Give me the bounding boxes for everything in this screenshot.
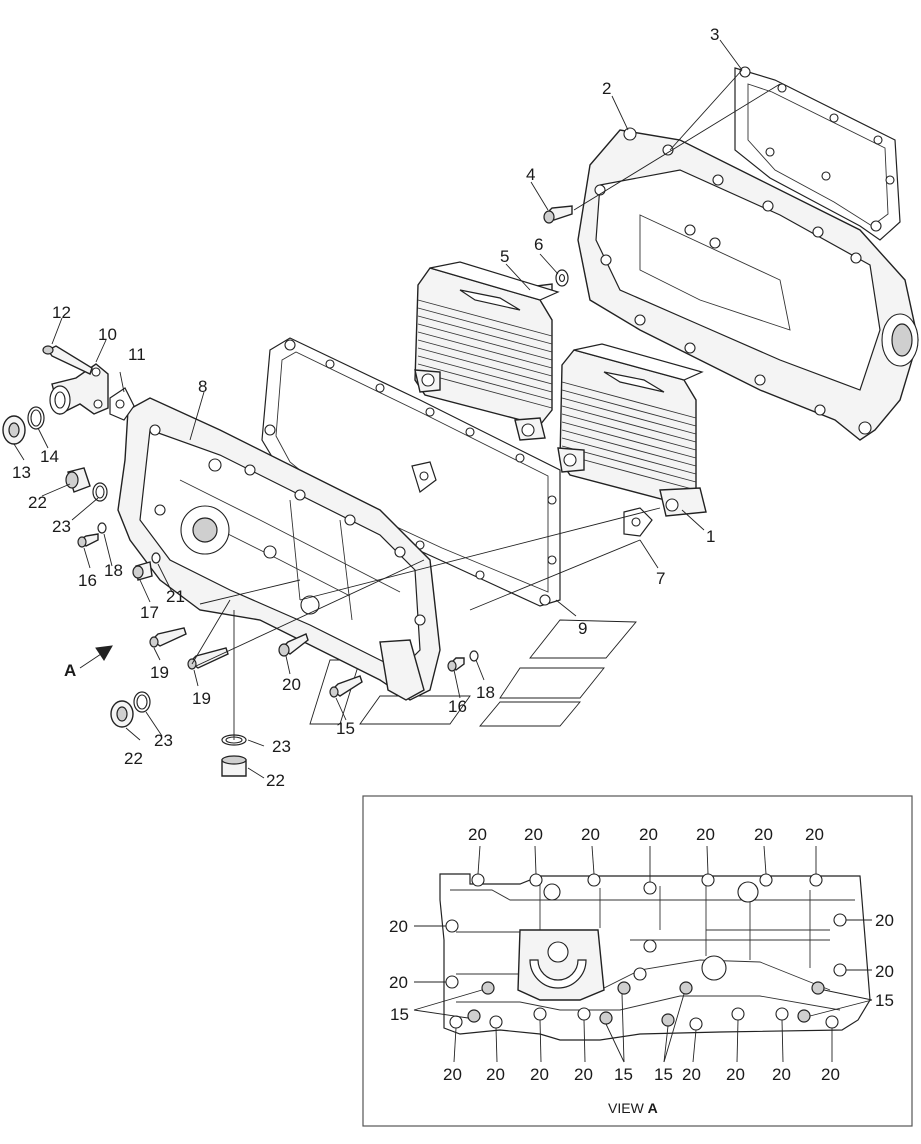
plug-22-upper <box>65 467 91 493</box>
callout-14: 14 <box>40 447 59 466</box>
view-label-20: 20 <box>726 1065 745 1084</box>
callout-3: 3 <box>710 25 719 44</box>
callout-18-left: 18 <box>104 561 123 580</box>
view-label-20: 20 <box>805 825 824 844</box>
view-labels: 20 20 20 20 20 20 20 20 20 20 20 15 15 2… <box>389 825 894 1084</box>
callout-22-left: 22 <box>124 749 143 768</box>
oil-cooler-element-upper <box>414 261 560 441</box>
view-label-20: 20 <box>468 825 487 844</box>
oil-cooler-element-lower <box>557 343 707 517</box>
callout-4: 4 <box>526 165 535 184</box>
o-ring-14 <box>27 406 45 430</box>
callout-5: 5 <box>500 247 509 266</box>
bolt-4 <box>543 205 573 224</box>
callout-23-left: 23 <box>154 731 173 750</box>
view-label-20: 20 <box>443 1065 462 1084</box>
callout-21: 21 <box>166 587 185 606</box>
gasket-7 <box>623 507 653 537</box>
callout-8: 8 <box>198 377 207 396</box>
view-label-20: 20 <box>682 1065 701 1084</box>
view-caption-prefix: VIEW <box>608 1100 645 1116</box>
bolt-15 <box>329 675 363 698</box>
gasket-9 <box>261 337 561 607</box>
section-hatch <box>309 619 637 727</box>
bolt-12 <box>42 345 93 375</box>
view-label-15: 15 <box>875 991 894 1010</box>
view-label-20: 20 <box>875 911 894 930</box>
view-label-20: 20 <box>389 917 408 936</box>
callout-23-bottom: 23 <box>272 737 291 756</box>
view-a-arrow: A <box>64 645 113 680</box>
callout-22-upper: 22 <box>28 493 47 512</box>
view-label-20: 20 <box>574 1065 593 1084</box>
callout-9: 9 <box>578 619 587 638</box>
plug-13 <box>2 415 26 445</box>
view-label-15: 15 <box>614 1065 633 1084</box>
bolt-16-left <box>77 533 99 548</box>
gasket-11 <box>109 387 135 421</box>
bolt-16-right <box>447 657 465 672</box>
callout-13: 13 <box>12 463 31 482</box>
cooler-housing-2 <box>577 127 919 441</box>
callout-17: 17 <box>140 603 159 622</box>
view-label-20: 20 <box>875 962 894 981</box>
callout-19-lower: 19 <box>192 689 211 708</box>
view-leaders <box>413 845 873 1063</box>
callout-19-upper: 19 <box>150 663 169 682</box>
callout-16-right: 16 <box>448 697 467 716</box>
view-label-20: 20 <box>772 1065 791 1084</box>
view-group-15-holes <box>467 981 825 1027</box>
callout-10: 10 <box>98 325 117 344</box>
view-label-15: 15 <box>390 1005 409 1024</box>
view-label-20: 20 <box>486 1065 505 1084</box>
callout-1: 1 <box>706 527 715 546</box>
view-a-inset: 20 20 20 20 20 20 20 20 20 20 20 15 15 2… <box>362 795 913 1127</box>
plug-22-left <box>110 700 134 728</box>
callout-6: 6 <box>534 235 543 254</box>
view-label-20: 20 <box>754 825 773 844</box>
callout-7: 7 <box>656 569 665 588</box>
view-label-20: 20 <box>524 825 543 844</box>
callout-18-right: 18 <box>476 683 495 702</box>
bolt-19-upper <box>149 627 187 648</box>
callout-15: 15 <box>336 719 355 738</box>
o-ring-23-left <box>133 691 151 713</box>
view-label-20: 20 <box>821 1065 840 1084</box>
callout-12: 12 <box>52 303 71 322</box>
leader-lines <box>13 39 781 779</box>
elbow-fitting-10 <box>49 363 109 416</box>
view-label-20: 20 <box>389 973 408 992</box>
plug-22-bottom <box>221 755 247 777</box>
callout-23-upper: 23 <box>52 517 71 536</box>
o-ring-23-upper <box>92 482 108 502</box>
callout-20: 20 <box>282 675 301 694</box>
view-arrow-label: A <box>64 661 76 680</box>
washer-18-right <box>469 650 479 662</box>
view-label-20: 20 <box>530 1065 549 1084</box>
gasket-3 <box>734 66 901 241</box>
view-label-20: 20 <box>639 825 658 844</box>
view-caption-letter: A <box>648 1100 658 1116</box>
plug-17 <box>132 561 153 581</box>
bolt-20 <box>278 633 309 657</box>
callout-22-bottom: 22 <box>266 771 285 790</box>
callout-16-left: 16 <box>78 571 97 590</box>
view-caption: VIEW A <box>608 1100 658 1116</box>
view-label-20: 20 <box>581 825 600 844</box>
view-label-15: 15 <box>654 1065 673 1084</box>
washer-18-left <box>97 522 107 534</box>
callout-11: 11 <box>128 345 146 364</box>
callout-2: 2 <box>602 79 611 98</box>
view-label-20: 20 <box>696 825 715 844</box>
washer-6 <box>555 269 569 287</box>
cooler-base-8 <box>117 397 441 701</box>
callout-labels: 3 2 4 5 6 1 7 9 8 11 10 12 13 14 22 23 1… <box>12 25 719 790</box>
bolt-19-lower <box>187 647 229 670</box>
washer-21 <box>151 552 161 564</box>
